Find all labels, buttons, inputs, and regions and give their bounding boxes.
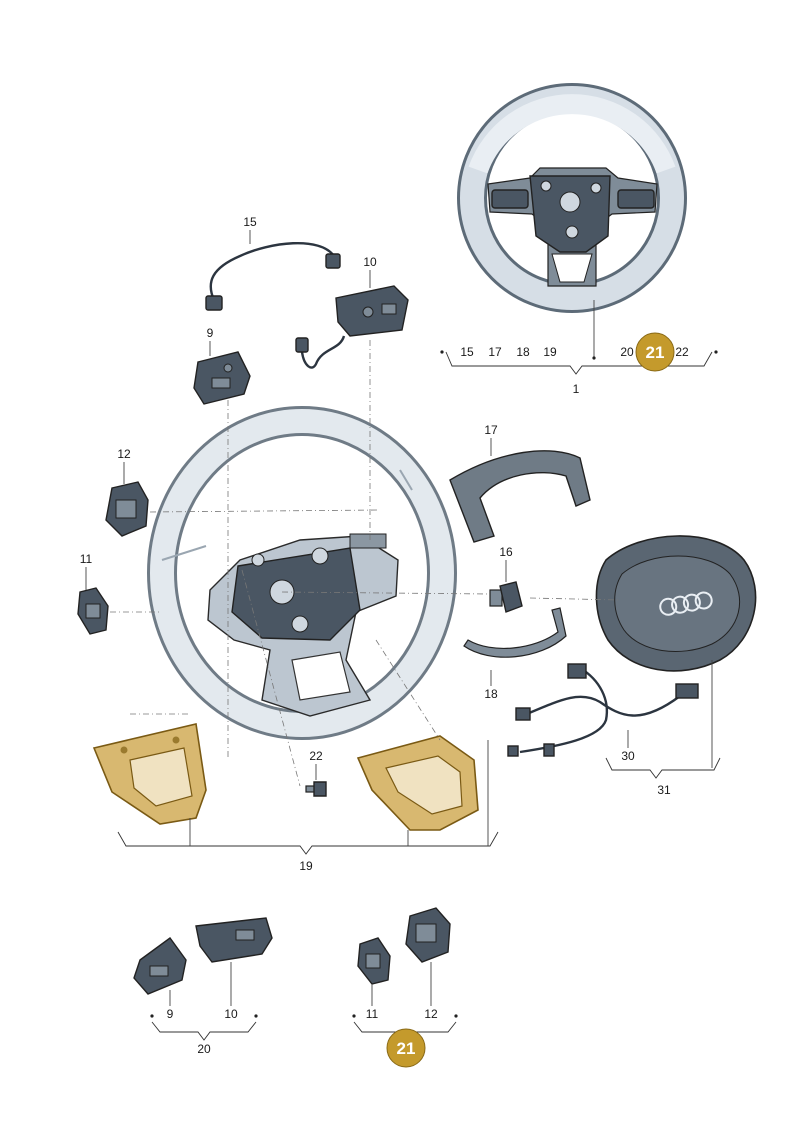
- callout-10-bottom: 10: [224, 1007, 238, 1021]
- callout-31: 31: [657, 783, 671, 797]
- assembly1-bracket: [440, 350, 718, 375]
- list-item: 22: [675, 345, 689, 359]
- callout-12-bottom: 12: [424, 1007, 438, 1021]
- list-item: 18: [516, 345, 530, 359]
- bracket-31: [605, 757, 721, 779]
- button-11[interactable]: [77, 587, 109, 635]
- callout-9: 9: [207, 326, 214, 340]
- callout-19: 19: [299, 859, 313, 873]
- list-item: 15: [460, 345, 474, 359]
- list-item: 20: [620, 345, 634, 359]
- assembly-leader-lines: [110, 340, 621, 787]
- callout-30: 30: [621, 749, 635, 763]
- badge-21-top[interactable]: 21: [635, 332, 675, 372]
- multifunction-switch-10[interactable]: [295, 285, 409, 369]
- complete-steering-wheel[interactable]: [457, 83, 687, 313]
- screw-22[interactable]: [305, 781, 327, 797]
- svg-text:21: 21: [646, 343, 665, 362]
- bracket-19: [117, 740, 499, 855]
- callout-9-bottom: 9: [167, 1007, 174, 1021]
- callout-1: 1: [573, 382, 580, 396]
- callout-17: 17: [484, 423, 498, 437]
- wiring-harness-30[interactable]: [507, 663, 699, 757]
- switch-12-bottom[interactable]: [405, 907, 451, 963]
- callout-20-bottom: 20: [197, 1042, 211, 1056]
- switch-11-bottom[interactable]: [357, 937, 391, 985]
- callout-12: 12: [117, 447, 131, 461]
- callout-11: 11: [80, 552, 93, 566]
- trim-strip-18[interactable]: [463, 607, 567, 658]
- callout-18: 18: [484, 687, 498, 701]
- switch-9-bottom[interactable]: [133, 937, 187, 995]
- lower-cover-right[interactable]: [356, 735, 479, 831]
- callout-22: 22: [309, 749, 323, 763]
- airbag-unit[interactable]: [595, 535, 757, 672]
- four-rings-logo: [659, 591, 713, 616]
- list-item: 19: [543, 345, 557, 359]
- wiring-harness-15[interactable]: [205, 241, 341, 311]
- svg-text:21: 21: [397, 1039, 416, 1058]
- callout-16: 16: [499, 545, 513, 559]
- assembly1-part-list: 15 17 18 19 20 22: [460, 345, 689, 359]
- button-12[interactable]: [105, 481, 149, 537]
- bracket-20: [150, 1014, 258, 1041]
- multifunction-switch-9[interactable]: [193, 351, 251, 405]
- callout-10: 10: [363, 255, 377, 269]
- badge-21-bottom[interactable]: 21: [386, 1028, 426, 1068]
- lower-cover-left[interactable]: [92, 723, 207, 825]
- trim-cover-17[interactable]: [449, 450, 591, 543]
- callout-15: 15: [243, 215, 257, 229]
- switch-10-bottom[interactable]: [195, 917, 273, 963]
- callout-11-bottom: 11: [366, 1007, 379, 1021]
- steering-wheel-frame-19[interactable]: [147, 406, 457, 740]
- list-item: 17: [488, 345, 502, 359]
- bolt-16[interactable]: [489, 581, 523, 613]
